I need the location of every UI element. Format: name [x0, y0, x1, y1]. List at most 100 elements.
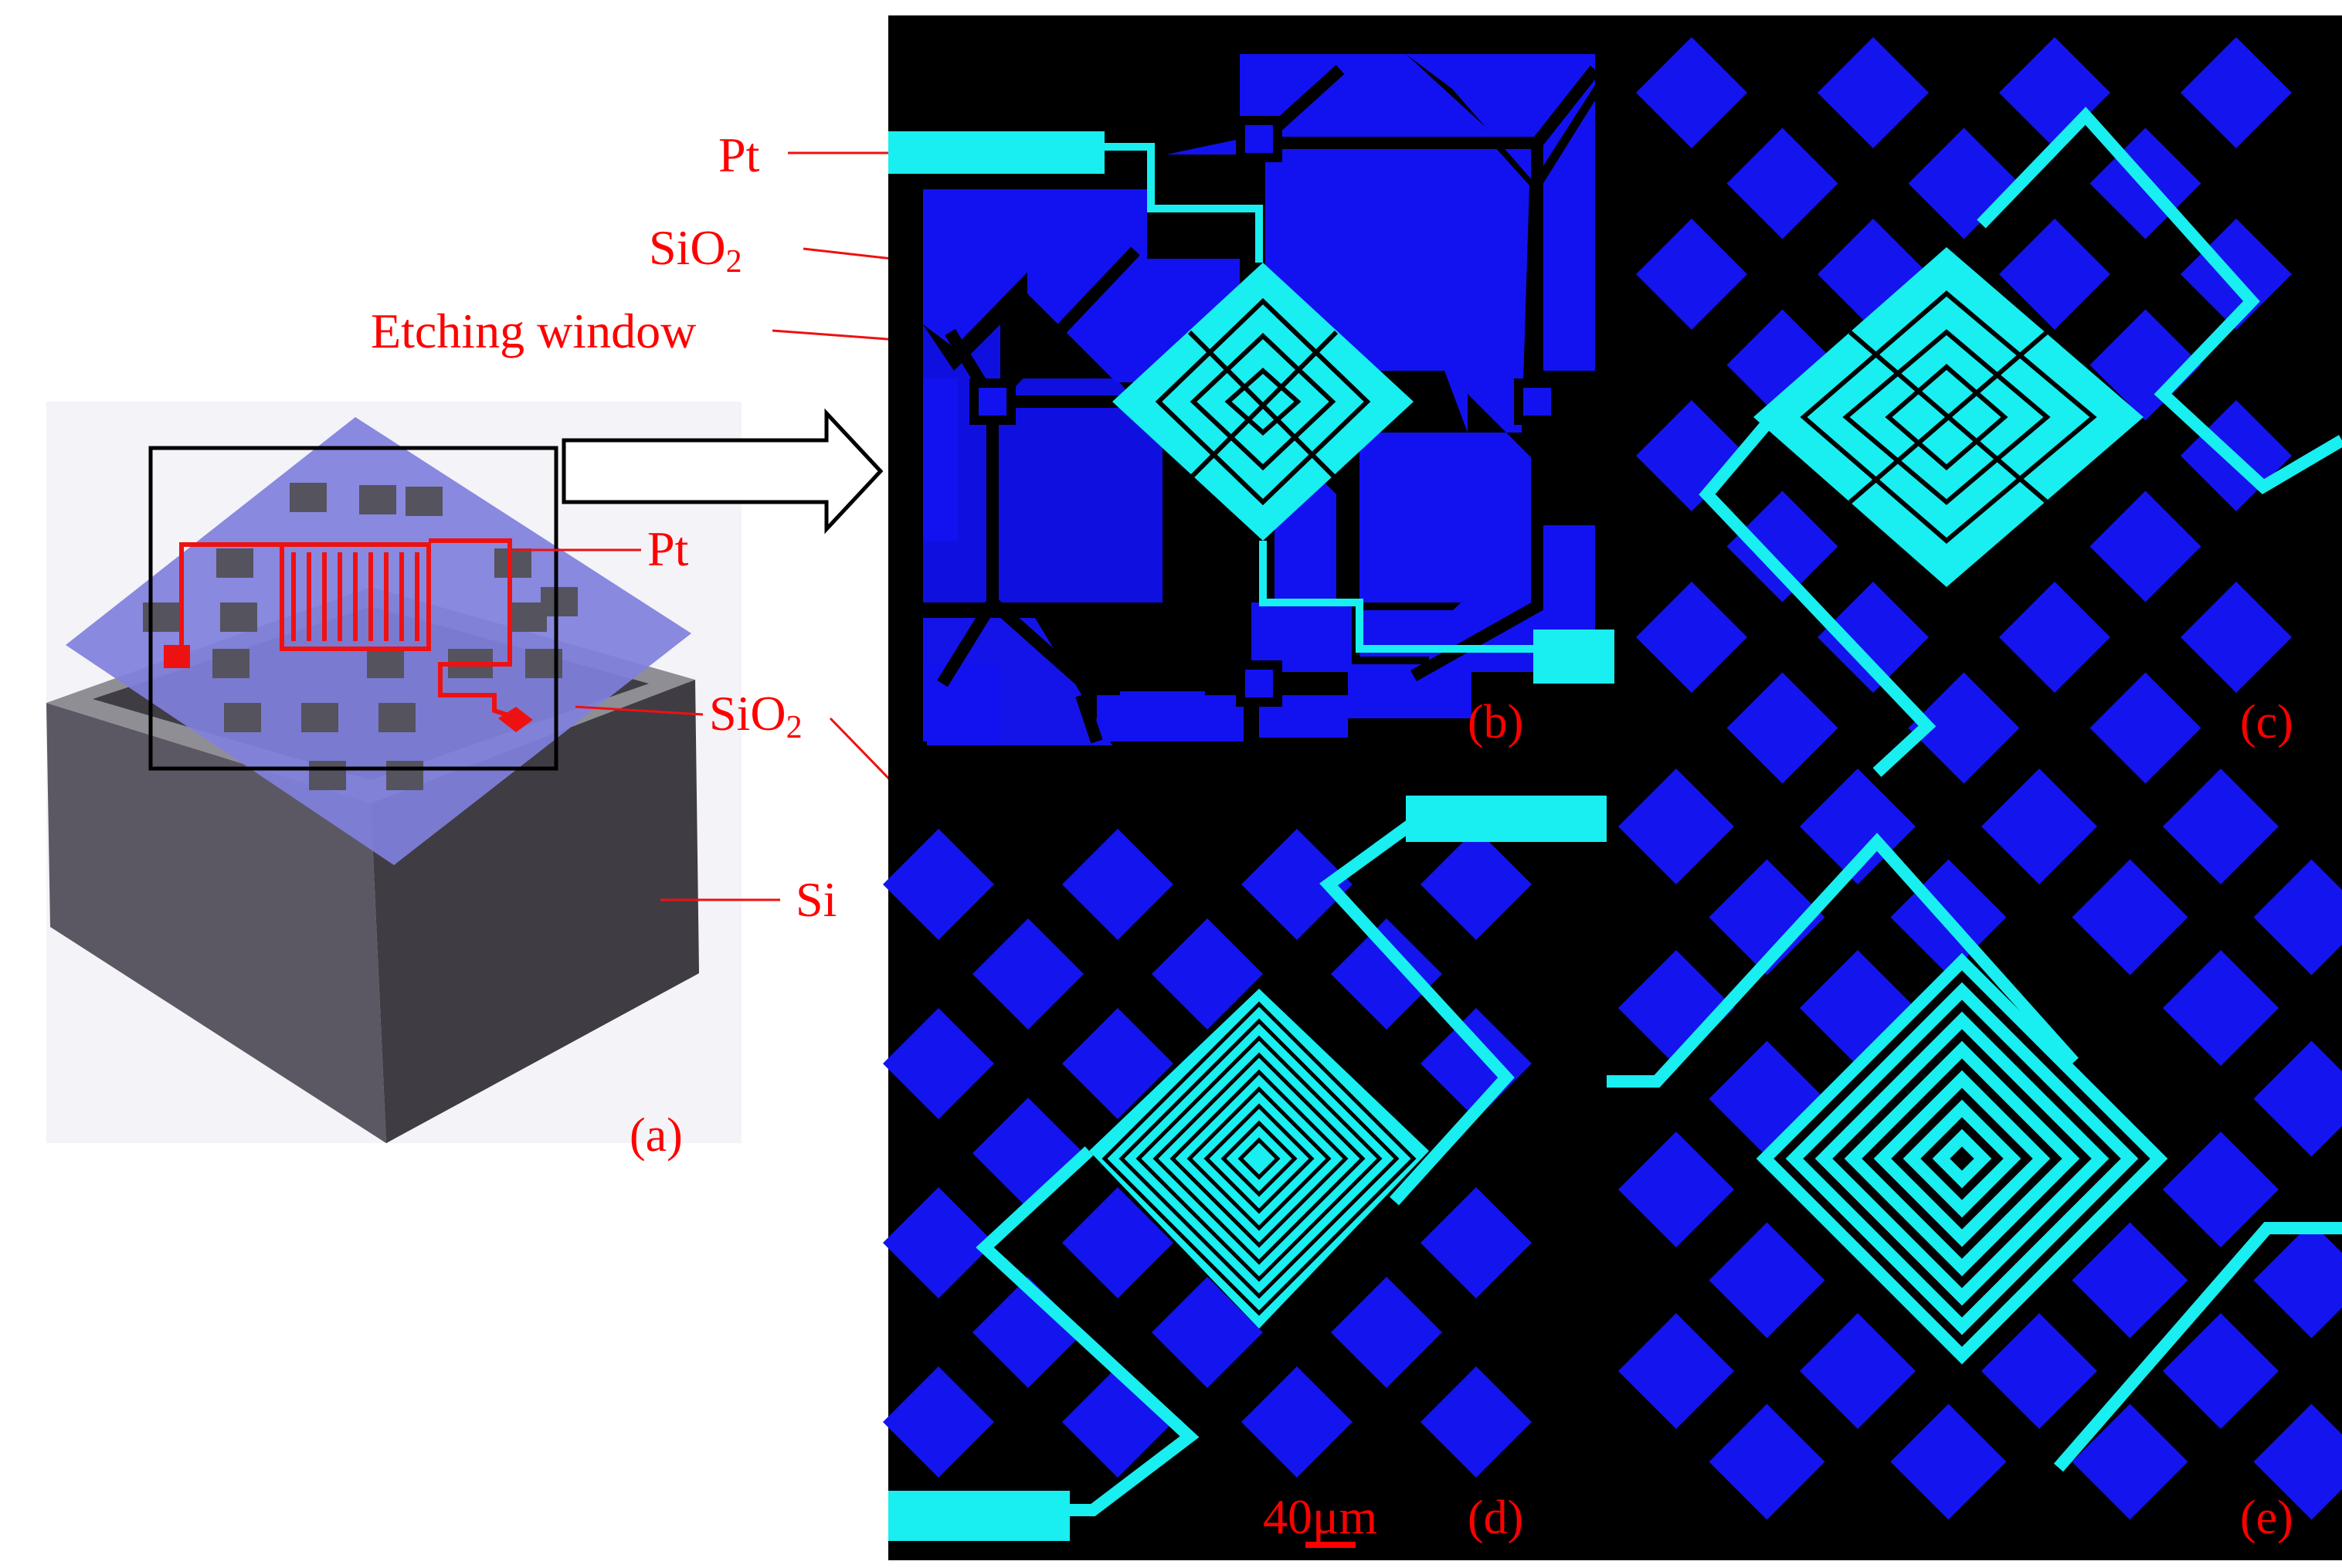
etching-window-diamond — [972, 918, 1084, 1030]
etching-window-diamond — [2181, 37, 2292, 148]
etching-window-diamond — [1636, 582, 1747, 693]
spiral-e-turn — [1785, 982, 2139, 1336]
etching-window-diamond — [1618, 769, 1734, 884]
etching-window-diamond — [1241, 829, 1353, 940]
etching-window-diamond — [1726, 490, 1838, 602]
etching-window-diamond — [2072, 1403, 2188, 1520]
pad-b-left — [888, 131, 1105, 174]
spiral-d-turn — [1101, 1001, 1417, 1316]
panel-a-3d-model — [46, 402, 884, 1143]
label-si: Si — [796, 872, 837, 927]
panel-label-a: (a) — [630, 1109, 683, 1162]
heater-d — [1089, 989, 1429, 1329]
etching-window-diamond — [1420, 1008, 1532, 1119]
etching-window-diamond — [2163, 1132, 2279, 1247]
spiral-d-turn — [1237, 1137, 1281, 1180]
label-pt-top: Pt — [718, 127, 760, 182]
panel-label-d: (d) — [1468, 1492, 1523, 1544]
plate-pt-pad-left — [164, 645, 190, 668]
etching-window-diamond — [1420, 1366, 1532, 1478]
pad-d-bottom — [888, 1491, 1070, 1541]
etching-window-diamond — [1709, 1403, 1825, 1520]
etching-window-diamond — [1152, 918, 1263, 1030]
label-etching-window: Etching window — [371, 304, 696, 358]
etching-window-diamond — [1709, 859, 1825, 976]
etching-window-diamond — [2072, 1222, 2188, 1339]
spiral-d-turn — [1152, 1052, 1366, 1265]
label-sio2-top: SiO2 — [649, 220, 742, 280]
etching-window-diamond — [1636, 37, 1747, 148]
etching-window-diamond — [1726, 672, 1838, 784]
etching-window-diamond — [883, 1187, 994, 1298]
plate-pt-heater — [179, 538, 518, 721]
spiral-e-turn — [1844, 1040, 2080, 1277]
panel-label-c: (c) — [2240, 696, 2293, 748]
etching-window-diamond — [1818, 37, 1929, 148]
panel-label-e: (e) — [2240, 1492, 2293, 1544]
spiral-e-turn — [1902, 1099, 2021, 1218]
zoom-frame — [148, 446, 558, 771]
etching-window-diamond — [1618, 1313, 1734, 1429]
etching-window-diamond — [2163, 950, 2279, 1066]
plate-pt-pad-right — [498, 707, 533, 732]
etching-window-diamond — [2253, 1040, 2342, 1157]
pad-d-top — [1406, 796, 1607, 842]
spiral-e-turn — [1873, 1070, 2051, 1247]
sio2-plate — [66, 417, 691, 865]
etching-window-diamond — [2181, 582, 2292, 693]
etching-window-diamond — [883, 1008, 994, 1119]
panel-c: (c) — [1699, 107, 2342, 777]
etching-window-diamond — [1062, 1008, 1173, 1119]
pad-b-right — [1533, 630, 1622, 684]
etching-window-diamond — [1152, 1277, 1263, 1388]
etching-window-diamond — [1890, 1403, 2007, 1520]
etching-window-diamond — [2089, 490, 2201, 602]
etching-window-diamond — [1999, 219, 2110, 330]
spiral-d-turn — [1118, 1018, 1400, 1299]
etching-window-diamond — [1636, 219, 1747, 330]
etching-window-diamond — [1908, 672, 2020, 784]
panel-b: (b) — [888, 54, 1622, 748]
etching-window-diamond — [1800, 1313, 1916, 1429]
spiral-e-turn — [1814, 1011, 2109, 1306]
etching-window-diamond — [1726, 127, 1838, 239]
spiral-e-turn — [1932, 1128, 1992, 1189]
etching-window-diamond — [1999, 582, 2110, 693]
etching-window-diamond — [972, 1277, 1084, 1388]
zoom-arrow — [562, 408, 884, 535]
etching-window-diamond — [2253, 1403, 2342, 1520]
etching-window-diamond — [1062, 829, 1173, 940]
label-sio2-mid: SiO2 — [709, 686, 803, 745]
etching-window-diamond — [1981, 769, 2097, 884]
etching-window-diamond — [1331, 1277, 1442, 1388]
etching-window-diamond — [2253, 1222, 2342, 1339]
etching-window-diamond — [1420, 829, 1532, 940]
spiral-d-turn — [1135, 1035, 1383, 1282]
etching-window-diamond — [1241, 1366, 1353, 1478]
etching-window-diamond — [1981, 1313, 2097, 1429]
spiral-d-turn — [1203, 1103, 1315, 1214]
panel-label-b: (b) — [1468, 696, 1523, 748]
etching-window-diamond — [2253, 859, 2342, 976]
etching-window-diamond — [1331, 918, 1442, 1030]
spiral-d-turn — [1220, 1120, 1298, 1197]
scale-bar-label: 40μm — [1263, 1489, 1377, 1544]
panel-e: (e) — [1607, 833, 2342, 1544]
etching-window-diamond — [2089, 672, 2201, 784]
panel-d-etching-grid — [883, 829, 1532, 1478]
panel-d: (d) 40μm — [888, 796, 1607, 1548]
etching-window-diamond — [1618, 1132, 1734, 1247]
spiral-d-turn — [1186, 1086, 1332, 1231]
etching-window-diamond — [1709, 1222, 1825, 1339]
etching-window-diamond — [1818, 582, 1929, 693]
panel-e-etching-grid — [1618, 769, 2342, 1520]
etching-window-diamond — [2072, 859, 2188, 976]
etching-window-diamond — [2163, 1313, 2279, 1429]
spiral-d-turn — [1169, 1069, 1349, 1248]
etching-window-diamond — [2163, 769, 2279, 884]
spiral-e-turn — [1756, 952, 2168, 1365]
label-pt-mid: Pt — [647, 521, 689, 576]
heater-b — [1112, 263, 1414, 541]
